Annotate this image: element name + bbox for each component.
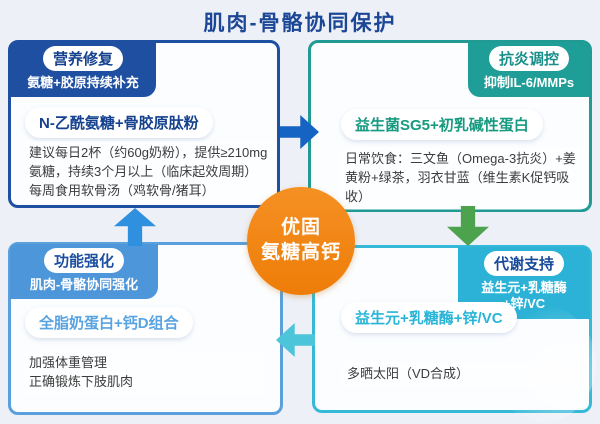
anti-inflammatory-body-line-1: 日常饮食：三文鱼（Omega-3抗炎）+姜黄粉+绿茶，羽衣甘蓝（维生素K促钙吸收… [345, 151, 576, 204]
nutrition-badge: 营养修复 [42, 46, 123, 71]
metabolic-highlight: 益生元+乳糖酶+锌/VC [341, 302, 517, 333]
quadrant-nutrition-repair: 营养修复 氨糖+胶原持续补充 N-乙酰氨糖+骨胶原肽粉 建议每日2杯（约60g奶… [8, 40, 280, 208]
function-badge: 功能强化 [43, 248, 124, 273]
page-title: 肌肉-骨骼协同保护 [203, 12, 397, 35]
function-body-line-1: 加强体重管理 [29, 355, 108, 370]
nutrition-badge-subtitle: 氨糖+胶原持续补充 [27, 75, 139, 90]
function-badge-subtitle: 肌肉-骨骼协同强化 [29, 277, 139, 292]
nutrition-badge-tab: 营养修复 氨糖+胶原持续补充 [10, 42, 156, 98]
metabolic-badge: 代谢支持 [483, 251, 564, 276]
center-product-line-1: 优固 [280, 217, 321, 239]
arrow-down-icon [447, 206, 489, 246]
anti-inflammatory-badge-tab: 抗炎调控 抑制IL-6/MMPs [468, 42, 590, 98]
nutrition-body-line-2: 每周食用软骨汤（鸡软骨/猪耳） [29, 182, 215, 198]
metabolic-body: 多晒太阳（VD合成） [341, 362, 573, 387]
nutrition-highlight: N-乙酰氨糖+骨胶原肽粉 [25, 107, 213, 138]
anti-inflammatory-body: 日常饮食：三文鱼（Omega-3抗炎）+姜黄粉+绿茶，羽衣甘蓝（维生素K促钙吸收… [339, 147, 587, 210]
anti-inflammatory-badge-subtitle: 抑制IL-6/MMPs [483, 75, 575, 90]
metabolic-badge-subtitle-line-1: 益生元+乳糖酶 [481, 280, 567, 295]
metabolic-body-line-1: 多晒太阳（VD合成） [347, 366, 470, 381]
quadrant-metabolic-support: 代谢支持 益生元+乳糖酶 +锌/VC 益生元+乳糖酶+锌/VC 多晒太阳（VD合… [312, 245, 592, 413]
nutrition-body: 建议每日2杯（约60g奶粉），提供≥210mg氨糖，持续3个月以上（临床起效周期… [23, 141, 275, 204]
anti-inflammatory-badge: 抗炎调控 [488, 46, 569, 71]
function-highlight: 全脂奶蛋白+钙D组合 [25, 307, 193, 338]
function-body-line-2: 正确锻炼下肢肌肉 [29, 373, 134, 389]
watermark-graphic [492, 306, 596, 422]
function-body: 加强体重管理 正确锻炼下肢肌肉 [23, 351, 265, 395]
function-badge-tab: 功能强化 肌肉-骨骼协同强化 [10, 244, 158, 300]
quadrant-anti-inflammatory: 抗炎调控 抑制IL-6/MMPs 益生菌SG5+初乳碱性蛋白 日常饮食：三文鱼（… [308, 40, 592, 212]
nutrition-body-line-1: 建议每日2杯（约60g奶粉），提供≥210mg氨糖，持续3个月以上（临床起效周期… [29, 145, 268, 179]
quadrant-function-strengthening: 功能强化 肌肉-骨骼协同强化 全脂奶蛋白+钙D组合 加强体重管理 正确锻炼下肢肌… [8, 242, 283, 415]
center-product-badge: 优固 氨糖高钙 [247, 187, 355, 295]
anti-inflammatory-highlight: 益生菌SG5+初乳碱性蛋白 [341, 109, 543, 140]
arrow-up-icon [114, 208, 156, 246]
center-product-line-2: 氨糖高钙 [260, 242, 341, 263]
